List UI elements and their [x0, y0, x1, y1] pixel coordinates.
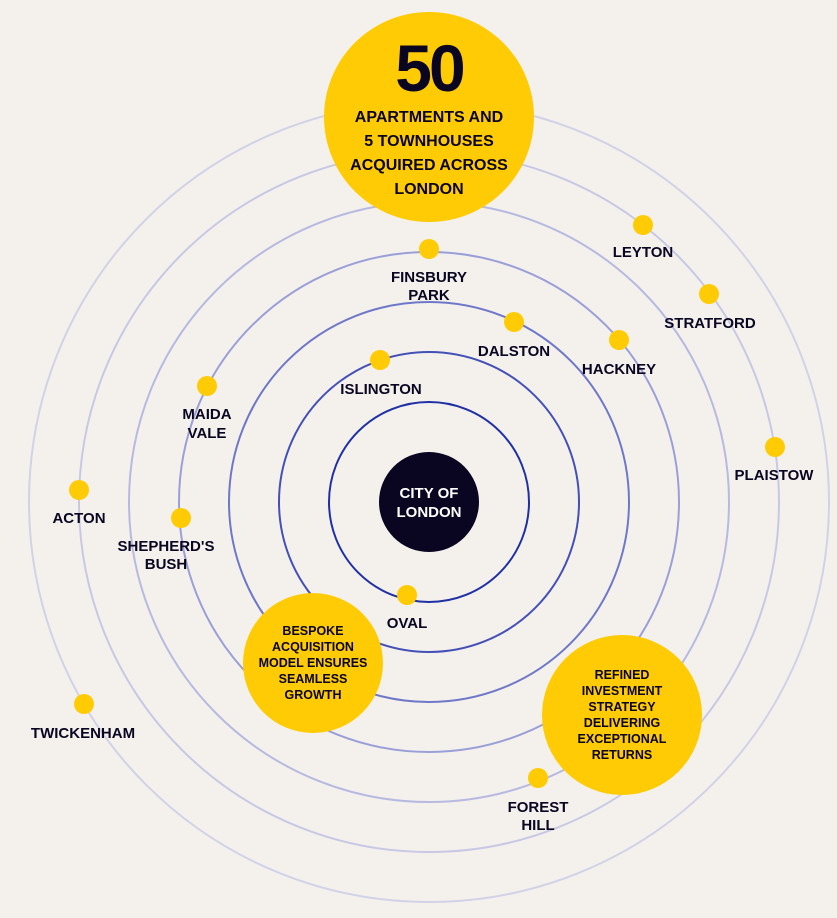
location-label-finsbury-park: FINSBURY — [391, 269, 467, 286]
headline-line: LONDON — [394, 181, 463, 198]
orbit-ring — [228, 301, 630, 703]
location-label-maida-vale: MAIDA — [182, 406, 231, 423]
location-label-acton: ACTON — [52, 510, 105, 527]
location-label-stratford: STRATFORD — [664, 315, 756, 332]
location-label-oval: OVAL — [387, 615, 428, 632]
headline-badge: 50 APARTMENTS AND 5 TOWNHOUSES ACQUIRED … — [324, 12, 534, 222]
location-label-twickenham: TWICKENHAM — [31, 725, 135, 742]
headline-number: 50 — [395, 31, 463, 105]
callout-right-line: DELIVERING — [584, 716, 660, 730]
location-label-leyton: LEYTON — [613, 244, 674, 261]
location-label-plaistow: PLAISTOW — [735, 467, 815, 484]
location-labels: LEYTON STRATFORD PLAISTOW FINSBURY PARK … — [31, 244, 814, 834]
location-dot-finsbury-park — [419, 239, 439, 259]
location-label-maida-vale: VALE — [188, 425, 227, 442]
center-label-line: CITY OF — [400, 485, 459, 502]
location-dot-plaistow — [765, 437, 785, 457]
location-dot-dalston — [504, 312, 524, 332]
location-dot-stratford — [699, 284, 719, 304]
location-dots — [69, 215, 785, 788]
orbit-ring — [328, 401, 530, 603]
callout-left-line: BESPOKE — [282, 624, 343, 638]
location-label-forest-hill: HILL — [521, 817, 554, 834]
location-dot-shepherds-bush — [171, 508, 191, 528]
location-dot-oval — [397, 585, 417, 605]
location-label-shepherds-bush: BUSH — [145, 556, 188, 573]
location-dot-forest-hill — [528, 768, 548, 788]
callout-right-circle — [542, 635, 702, 795]
callout-right-line: INVESTMENT — [582, 684, 663, 698]
callout-right-line: RETURNS — [592, 748, 652, 762]
callout-left-line: SEAMLESS — [279, 672, 348, 686]
headline-line: APARTMENTS AND — [355, 109, 503, 126]
location-dot-leyton — [633, 215, 653, 235]
location-dot-hackney — [609, 330, 629, 350]
callout-left-line: MODEL ENSURES — [259, 656, 368, 670]
location-dot-twickenham — [74, 694, 94, 714]
location-label-islington: ISLINGTON — [340, 381, 421, 398]
location-label-forest-hill: FOREST — [508, 799, 569, 816]
center-circle — [379, 452, 479, 552]
headline-circle — [324, 12, 534, 222]
location-dot-maida-vale — [197, 376, 217, 396]
location-dot-acton — [69, 480, 89, 500]
callout-right-line: STRATEGY — [588, 700, 656, 714]
callout-left-line: ACQUISITION — [272, 640, 354, 654]
center-node: CITY OF LONDON — [379, 452, 479, 552]
location-label-dalston: DALSTON — [478, 343, 550, 360]
callout-right-line: EXCEPTIONAL — [578, 732, 667, 746]
callout-right: REFINED INVESTMENT STRATEGY DELIVERING E… — [542, 635, 702, 795]
callout-right-line: REFINED — [595, 668, 650, 682]
headline-line: 5 TOWNHOUSES — [364, 133, 494, 150]
location-label-hackney: HACKNEY — [582, 361, 656, 378]
center-label-line: LONDON — [397, 504, 462, 521]
callout-left-circle — [243, 593, 383, 733]
location-dot-islington — [370, 350, 390, 370]
headline-line: ACQUIRED ACROSS — [350, 157, 508, 174]
callout-left: BESPOKE ACQUISITION MODEL ENSURES SEAMLE… — [243, 593, 383, 733]
location-label-finsbury-park: PARK — [408, 287, 450, 304]
location-label-shepherds-bush: SHEPHERD'S — [118, 538, 215, 555]
orbit-ring — [278, 351, 580, 653]
callout-left-line: GROWTH — [285, 688, 342, 702]
